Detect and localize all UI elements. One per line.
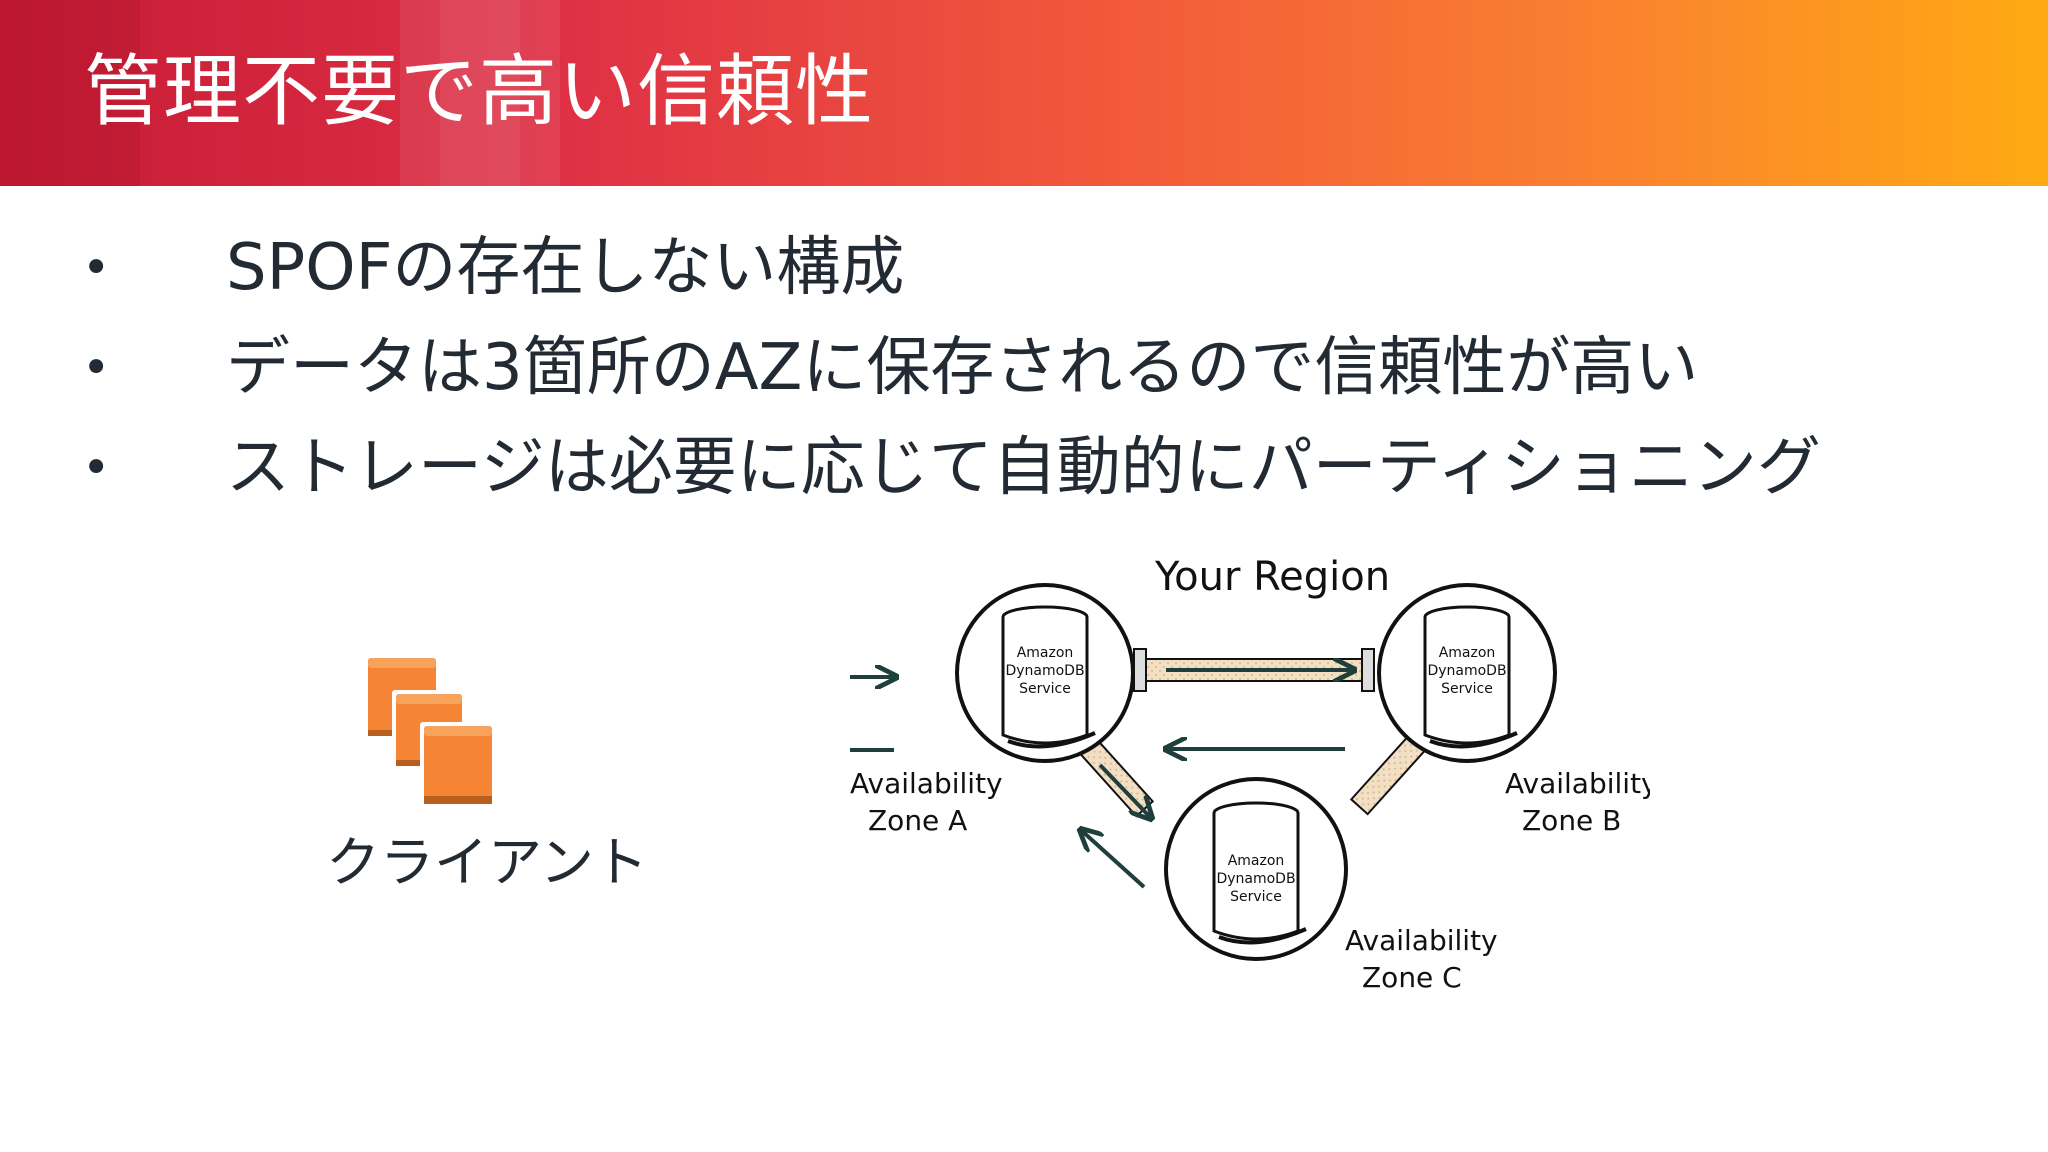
zone-label-b: Availability bbox=[1505, 767, 1650, 800]
bullet-item: • ストレージは必要に応じて自動的にパーティショニング bbox=[70, 418, 1821, 518]
header-stripe bbox=[0, 0, 140, 186]
replication-arrow bbox=[1082, 831, 1146, 889]
client-label: クライアント bbox=[326, 831, 648, 894]
bullet-text: ストレージは必要に応じて自動的にパーティショニング bbox=[226, 431, 1821, 505]
zone-label-c: Availability bbox=[1345, 924, 1498, 957]
service-name: Service bbox=[1441, 681, 1493, 697]
service-name: DynamoDB bbox=[1005, 663, 1084, 679]
zone-label-c: Zone C bbox=[1362, 961, 1462, 994]
service-name: Amazon bbox=[1228, 853, 1285, 869]
zone-label-a: Zone A bbox=[868, 804, 967, 837]
bullet-text: データは3箇所のAZに保存されるので信頼性が高い bbox=[226, 331, 1699, 405]
bullet-marker: • bbox=[82, 440, 111, 496]
zone-label-a: Availability bbox=[850, 767, 1003, 800]
service-name: Service bbox=[1019, 681, 1071, 697]
bullet-text: SPOFの存在しない構成 bbox=[226, 231, 905, 305]
dynamodb-replication-diagram: Your Region Amazon DynamoDB Service Amaz… bbox=[850, 554, 1650, 994]
replication-arrow bbox=[1098, 763, 1150, 817]
client-icon bbox=[360, 650, 510, 810]
bullet-item: • データは3箇所のAZに保存されるので信頼性が高い bbox=[70, 318, 1821, 418]
bullet-list: • SPOFの存在しない構成 • データは3箇所のAZに保存されるので信頼性が高… bbox=[70, 218, 1821, 518]
service-name: Amazon bbox=[1439, 645, 1496, 661]
service-name: DynamoDB bbox=[1216, 871, 1295, 887]
region-label: Your Region bbox=[1154, 554, 1390, 600]
service-name: DynamoDB bbox=[1427, 663, 1506, 679]
region-diagram: Your Region Amazon DynamoDB Service Amaz… bbox=[850, 545, 1650, 995]
header-stripe bbox=[400, 0, 560, 186]
bullet-marker: • bbox=[82, 340, 111, 396]
slide-header: 管理不要で高い信頼性 bbox=[0, 0, 2048, 186]
stacked-instances-icon bbox=[368, 658, 492, 804]
database-node-a: Amazon DynamoDB Service bbox=[1001, 605, 1096, 749]
bullet-marker: • bbox=[82, 240, 111, 296]
header-stripe bbox=[440, 0, 520, 186]
service-name: Service bbox=[1230, 889, 1282, 905]
slide-title: 管理不要で高い信頼性 bbox=[84, 47, 875, 137]
bullet-item: • SPOFの存在しない構成 bbox=[70, 218, 1821, 318]
service-name: Amazon bbox=[1017, 645, 1074, 661]
database-node-c: Amazon DynamoDB Service bbox=[1212, 801, 1307, 945]
database-node-b: Amazon DynamoDB Service bbox=[1423, 605, 1518, 749]
zone-label-b: Zone B bbox=[1522, 804, 1621, 837]
